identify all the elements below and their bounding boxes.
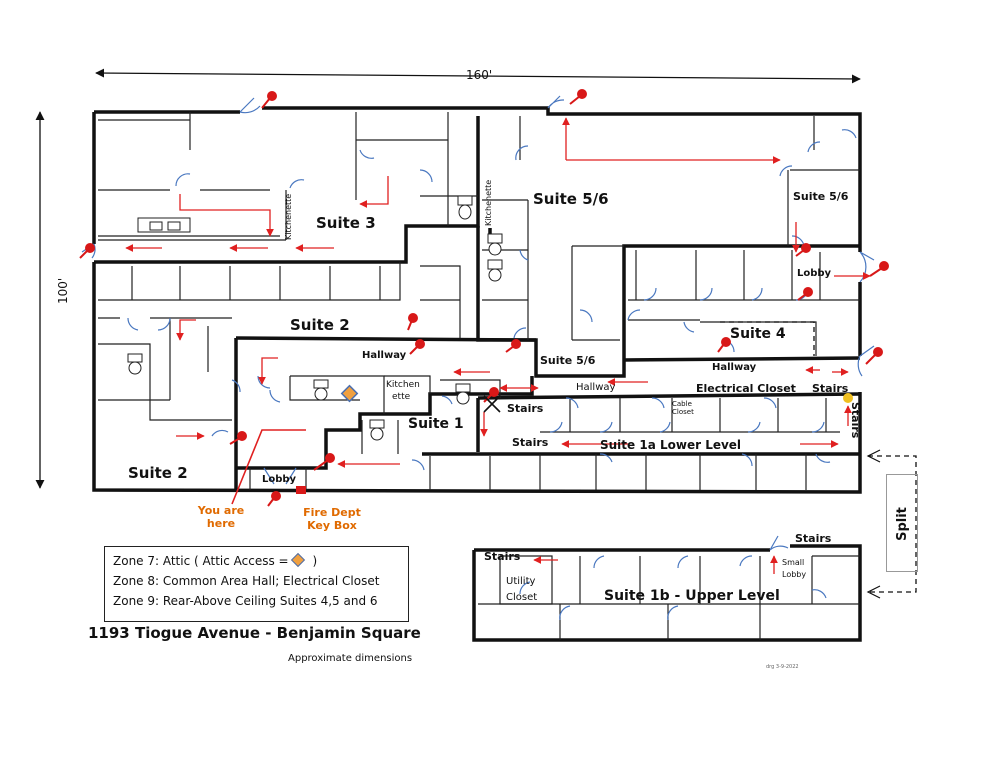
dashed-lines [720,321,917,593]
key-pin-icon [79,243,95,259]
you-are-here-line-2: here [206,517,236,530]
cable-closet-label-1: Cable [672,400,692,408]
stairs-label-f: Stairs [795,532,832,545]
stairs-label-e: Stairs [484,550,521,563]
key-pin-icon [505,339,521,353]
lobby-bottom-label: Lobby [262,474,297,485]
hallway-lower-label: Hallway [576,382,616,393]
kitchenette-a-label: Kitchenette [284,193,293,240]
suite-1b-label: Suite 1b - Upper Level [604,588,780,604]
interior-walls [98,112,860,640]
kitchenette-suite1-label-2: ette [392,392,411,402]
stairs-marker-icon [843,393,853,403]
small-lobby-label-2: Lobby [782,570,807,579]
zone-legend: Zone 7: Attic ( Attic Access = ) Zone 8:… [104,546,409,622]
stairs-label-b: Stairs [512,436,549,449]
key-pin-icon [869,261,889,277]
suite-56-mid-label: Suite 5/6 [540,354,596,367]
suite-3-label: Suite 3 [316,214,376,232]
cable-closet-label-2: Closet [672,408,694,416]
stairs-label-a: Stairs [507,402,544,415]
you-are-here-line [231,429,306,505]
suite-56-label: Suite 5/6 [533,190,609,208]
kitchenette-suite1-label-1: Kitchen [386,380,420,390]
suite-2-left-label: Suite 2 [128,464,188,482]
utility-closet-label-2: Closet [506,592,538,603]
stairs-label-d: Stairs [849,402,862,439]
lobby-right-label: Lobby [797,268,832,279]
key-pin-icon [409,339,425,355]
suite-56-right-label: Suite 5/6 [793,190,849,203]
suite-1-label: Suite 1 [408,416,464,432]
small-lobby-label-1: Small [782,558,805,567]
legend-zone-8: Zone 8: Common Area Hall; Electrical Clo… [113,574,380,588]
key-pin-icon [797,287,813,301]
key-pin-icon [795,243,811,257]
key-pin-icon [717,337,731,353]
legend-zone-9: Zone 9: Rear-Above Ceiling Suites 4,5 an… [113,594,378,608]
legend-zone-7: Zone 7: Attic ( Attic Access = ) [113,552,318,568]
key-pin-icon [261,91,277,109]
kitchenette-b-label: Kitchenette [484,179,493,226]
key-pin-icon [865,347,883,365]
fire-dept-line-1: Fire Dept [303,506,361,519]
fixtures [127,195,503,441]
signature-note: drg 3-9-2022 [766,664,799,670]
suite-1a-label: Suite 1a Lower Level [600,438,742,452]
attic-access-diamond [340,384,359,403]
approx-dimensions-note: Approximate dimensions [288,653,413,664]
attic-access-icon [290,552,305,568]
key-pins [79,89,889,507]
stairs-label-c: Stairs [812,382,849,395]
dimension-lines [35,68,861,489]
key-pin-icon [407,313,418,331]
key-pin-icon [229,431,247,445]
key-pin-icon [267,491,281,507]
suite-2-label: Suite 2 [290,316,350,334]
exit-route-arrows [125,117,871,574]
key-pin-icon [313,453,335,471]
hallway-right-label: Hallway [712,362,757,373]
split-arrows [866,449,881,599]
split-box: Split [886,474,918,572]
you-are-here-label: You are here [196,504,246,530]
fire-dept-line-2: Key Box [307,519,357,532]
suite-4-label: Suite 4 [730,326,786,342]
hallway-mid-label: Hallway [362,350,407,361]
electrical-closet-label: Electrical Closet [696,382,796,395]
stairs-x-icon [483,395,501,413]
fire-dept-key-box-label: Fire Dept Key Box [302,506,362,532]
page-title: 1193 Tiogue Avenue - Benjamin Square [88,624,421,642]
key-pin-icon [483,387,499,403]
fire-dept-key-box-icon [296,486,306,494]
height-dimension-label: 100' [56,277,70,304]
key-pin-icon [569,89,587,105]
split-label: Split [895,507,910,541]
utility-closet-label-1: Utility [506,576,536,587]
you-are-here-line-1: You are [197,504,245,517]
width-dimension-label: 160' [466,68,493,82]
